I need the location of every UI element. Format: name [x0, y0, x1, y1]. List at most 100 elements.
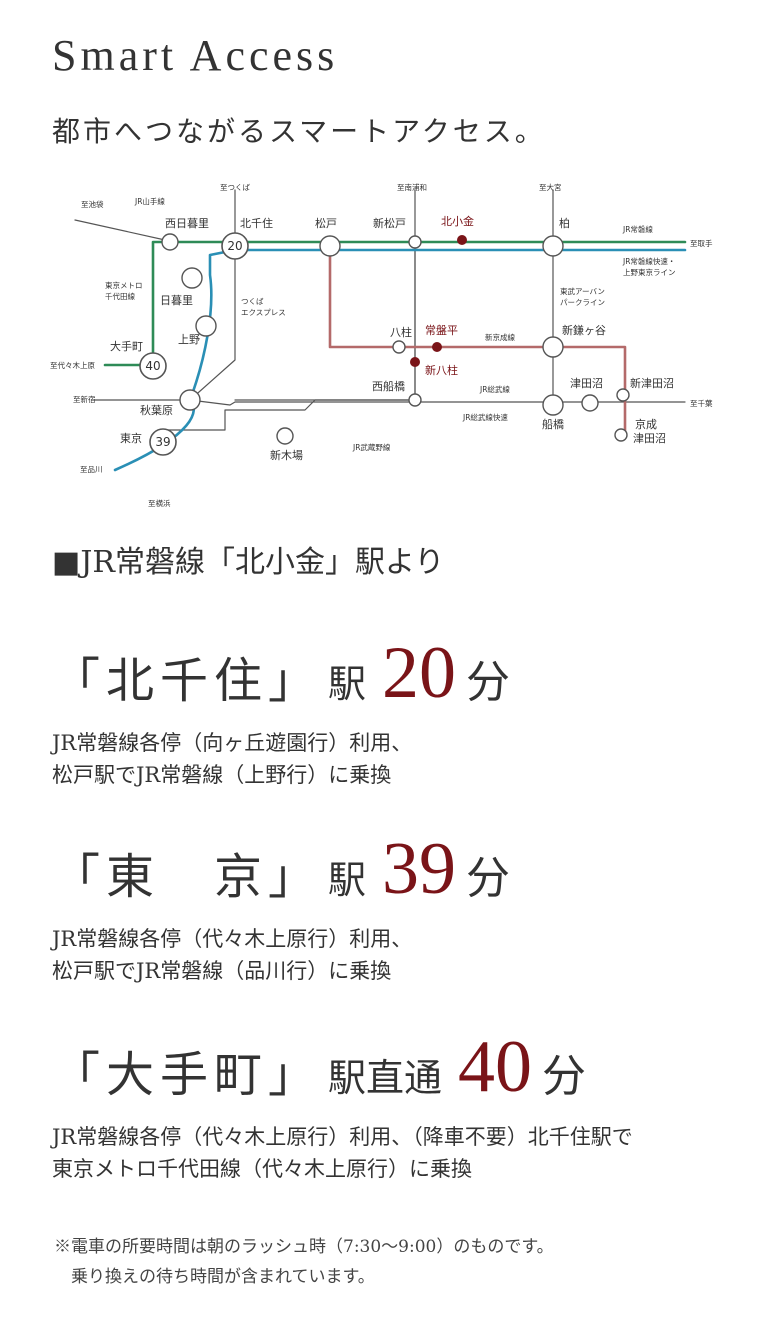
station-marker-nishifunabashi	[408, 393, 422, 407]
dir-minamiurawa: 至南浦和	[397, 182, 427, 192]
route-description: JR常磐線各停（代々木上原行）利用、 松戸駅でJR常磐線（品川行）に乗換	[52, 923, 510, 987]
station-marker-ueno	[195, 315, 217, 337]
dir-chiba: 至千葉	[690, 398, 713, 408]
station-marker-shinyahashira	[410, 357, 420, 367]
dir-toride: 至取手	[690, 238, 713, 248]
footnote-line1: ※電車の所要時間は朝のラッシュ時（7:30〜9:00）のものです。	[54, 1237, 554, 1257]
dir-ikebukuro: 至池袋	[81, 199, 104, 209]
route-eki: 駅	[328, 858, 367, 902]
route-minutes: 39	[382, 828, 457, 910]
label-keisei-tsudanuma: 津田沼	[633, 431, 666, 445]
station-marker-tokiwadaira	[432, 342, 442, 352]
label-shinkiba: 新木場	[270, 448, 303, 462]
station-marker-akihabara	[179, 389, 201, 411]
route-desc-line2: 東京メトロ千代田線（代々木上原行）に乗換	[52, 1157, 472, 1181]
badge-otemachi: 40	[145, 359, 160, 373]
line-shinkeisei: 新京成線	[485, 332, 515, 342]
line-tx-2: エクスプレス	[241, 308, 286, 317]
station-marker-nippori	[181, 267, 203, 289]
route-eki: 駅	[328, 662, 367, 706]
route-desc-line2: 松戸駅でJR常磐線（上野行）に乗換	[52, 763, 392, 787]
route-station: 「大手町」	[52, 1047, 323, 1103]
route-station: 「北千住」	[52, 653, 323, 709]
line-tobu-2: パークライン	[560, 298, 605, 307]
station-marker-keiseitsudanuma	[614, 428, 628, 442]
route-unit: 分	[466, 853, 511, 904]
line-joban: JR常磐線	[622, 224, 653, 234]
station-marker-tsudanuma	[581, 394, 599, 412]
label-nishifunabashi: 西船橋	[372, 379, 405, 393]
label-kitakogane: 北小金	[441, 214, 474, 228]
station-marker-funabashi	[542, 394, 564, 416]
sobu-line	[94, 399, 686, 406]
line-yamanote: JR山手線	[134, 196, 165, 206]
badge-circle-tokyo	[149, 428, 177, 456]
route-eki: 駅直通	[328, 1056, 443, 1100]
label-funabashi: 船橋	[542, 417, 564, 431]
page-title: Smart Access	[52, 31, 339, 80]
route-map: 20 40 39 西日暮里 北千住 松戸 新松戸 北小金 柏 日暮里 上野 大手…	[50, 182, 713, 508]
label-shinkamagaya: 新鎌ヶ谷	[562, 323, 606, 337]
label-keisei: 京成	[635, 417, 657, 431]
route-minutes: 40	[458, 1026, 533, 1108]
route-tokyo: 「東 京」 駅 39 分 JR常磐線各停（代々木上原行）利用、 松戸駅でJR常磐…	[52, 832, 510, 987]
station-marker-matsudo	[319, 235, 341, 257]
station-marker-shintsudanuma	[616, 388, 630, 402]
label-tokiwadaira: 常盤平	[425, 324, 458, 337]
dir-shinagawa: 至品川	[80, 465, 103, 474]
footnote: ※電車の所要時間は朝のラッシュ時（7:30〜9:00）のものです。 乗り換えの待…	[54, 1232, 554, 1292]
label-akihabara: 秋葉原	[140, 403, 173, 417]
label-ueno: 上野	[178, 333, 200, 346]
dir-shinjuku: 至新宿	[73, 394, 96, 404]
shinkeisei-line	[328, 240, 627, 437]
label-shinmatsudo: 新松戸	[373, 216, 406, 230]
station-marker-kashiwa	[542, 235, 564, 257]
route-kitasenju: 「北千住」 駅 20 分 JR常磐線各停（向ヶ丘遊園行）利用、 松戸駅でJR常磐…	[52, 636, 510, 791]
route-description: JR常磐線各停（向ヶ丘遊園行）利用、 松戸駅でJR常磐線（上野行）に乗換	[52, 727, 510, 791]
dir-tsukuba: 至つくば	[220, 183, 250, 192]
line-joban-rapid-1: JR常磐線快速・	[622, 256, 675, 266]
route-desc-line1: JR常磐線各停（代々木上原行）利用、（降車不要）北千住駅で	[52, 1125, 633, 1149]
line-tobu-1: 東武アーバン	[560, 286, 605, 296]
label-otemachi: 大手町	[110, 339, 143, 353]
badge-tokyo: 39	[155, 435, 170, 449]
label-shintsudanuma: 新津田沼	[630, 376, 674, 390]
section-heading: ■JR常磐線「北小金」駅より	[52, 545, 445, 580]
label-nishinippori: 西日暮里	[165, 216, 209, 230]
label-tsudanuma: 津田沼	[570, 376, 603, 390]
route-desc-line1: JR常磐線各停（向ヶ丘遊園行）利用、	[52, 731, 413, 755]
dir-yoyogiuehara: 至代々木上原	[50, 360, 95, 370]
badge-circle-kitasenju	[221, 232, 249, 260]
label-nippori: 日暮里	[160, 293, 193, 307]
station-marker-shinkamagaya	[542, 336, 564, 358]
line-sobu-rapid: JR総武線快速	[462, 412, 508, 422]
label-kashiwa: 柏	[559, 216, 570, 230]
line-tx-1: つくば	[241, 297, 264, 306]
route-minutes: 20	[382, 632, 457, 714]
line-chiyoda-1: 東京メトロ	[105, 280, 143, 290]
route-unit: 分	[466, 657, 511, 708]
station-marker-kitakogane	[457, 235, 467, 245]
station-marker-shinkiba	[276, 427, 294, 445]
route-unit: 分	[542, 1051, 587, 1102]
dir-omiya: 至大宮	[539, 182, 562, 192]
dir-yokohama: 至横浜	[148, 498, 171, 508]
label-yabashira: 八柱	[390, 325, 412, 339]
badge-circle-otemachi	[139, 352, 167, 380]
route-station: 「東 京」	[52, 849, 323, 905]
route-description: JR常磐線各停（代々木上原行）利用、（降車不要）北千住駅で 東京メトロ千代田線（…	[52, 1121, 633, 1185]
label-matsudo: 松戸	[315, 216, 337, 230]
label-kitasenju: 北千住	[240, 216, 273, 230]
route-desc-line2: 松戸駅でJR常磐線（品川行）に乗換	[52, 959, 392, 983]
route-desc-line1: JR常磐線各停（代々木上原行）利用、	[52, 927, 413, 951]
station-marker-shinmatsudo	[408, 235, 422, 249]
label-shinyahashira: 新八柱	[425, 363, 458, 377]
line-musashino: JR武蔵野線	[352, 442, 391, 452]
route-otemachi: 「大手町」 駅直通 40 分 JR常磐線各停（代々木上原行）利用、（降車不要）北…	[52, 1030, 633, 1185]
line-joban-rapid-2: 上野東京ライン	[623, 267, 676, 277]
line-chiyoda-2: 千代田線	[105, 291, 135, 301]
line-sobu: JR総武線	[479, 384, 510, 394]
station-marker-yabashira	[392, 340, 406, 354]
page-subtitle: 都市へつながるスマートアクセス。	[52, 115, 546, 148]
station-marker-nishinippori	[161, 233, 179, 251]
